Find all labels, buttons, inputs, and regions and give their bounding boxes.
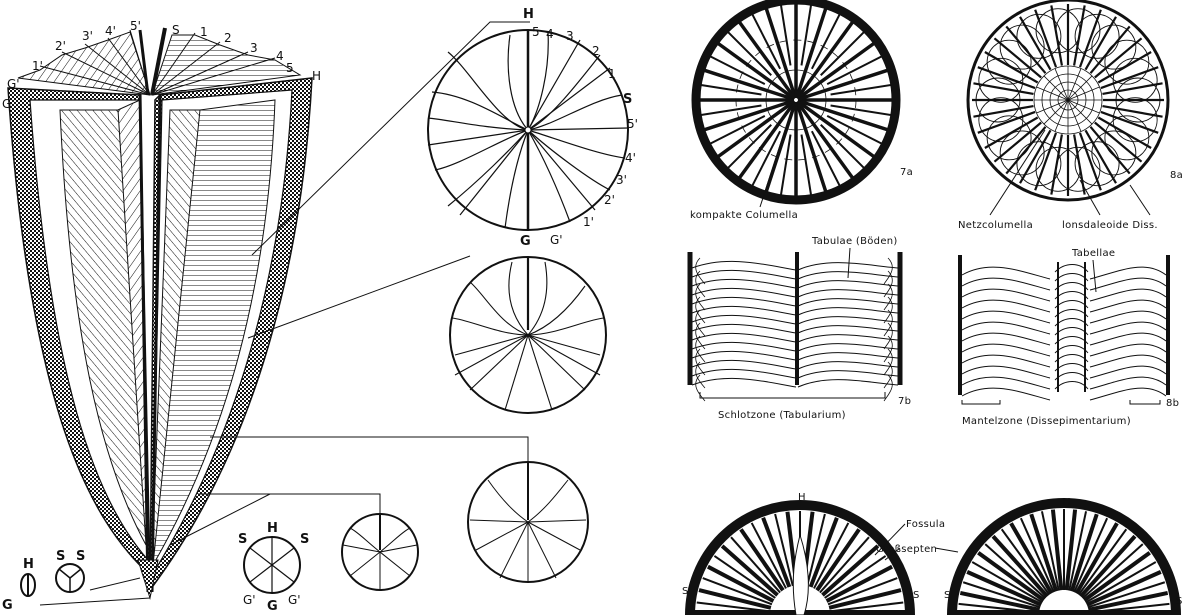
large-label-2: 2 [592, 44, 600, 58]
panel-9-s-right: S [1176, 596, 1183, 607]
label-4prime: 4' [105, 24, 116, 38]
panel-8a-web [1034, 66, 1102, 134]
label-g: G [2, 97, 11, 111]
large-label-5: 5 [532, 25, 540, 39]
panel-9-s-mid1: S [913, 590, 920, 601]
large-label-4prime: 4' [625, 151, 636, 165]
panel-9-h2: H [1063, 497, 1071, 508]
section-large: H 5 4 3 2 1 S 5' 4' 3' 2' 1' G G' [428, 7, 638, 249]
label-gprime: G' [7, 77, 20, 91]
label-2: 2 [224, 31, 232, 45]
panel-8b-id: 8b [1166, 398, 1179, 409]
large-label-3prime: 3' [616, 173, 627, 187]
panel-8b-structure [962, 262, 1166, 400]
section-six-septa: H S S G' G G' [238, 521, 309, 614]
six-label-g3: G' [288, 593, 301, 607]
large-label-s: S [623, 92, 632, 107]
panel-8a: 8a Netzcolumella lonsdaleoide Diss. [958, 0, 1183, 231]
panel-7a: 7a kompakte Columella [690, 0, 913, 221]
six-label-s2: S [300, 532, 309, 547]
large-label-3: 3 [566, 29, 574, 43]
six-label-g2: G [267, 599, 278, 614]
six-label-g1: G' [243, 593, 256, 607]
large-label-5prime: 5' [627, 117, 638, 131]
panel-8a-caption-right: lonsdaleoide Diss. [1062, 220, 1158, 231]
large-label-1: 1 [608, 67, 616, 81]
label-3: 3 [250, 41, 258, 55]
section-three-septa: S S [56, 549, 85, 592]
panel-7b: Tabulae (Böden) 7b Schlotzone (Tabulariu… [690, 236, 911, 421]
label-1prime: 1' [32, 59, 43, 73]
large-label-gprime: G' [550, 233, 563, 247]
label-2prime: 2' [55, 39, 66, 53]
panel-7b-caption: Schlotzone (Tabularium) [718, 410, 846, 421]
large-label-g: G [520, 234, 531, 249]
panel-9-grosssepten: Großsepten [876, 544, 937, 555]
label-4: 4 [276, 49, 284, 63]
two-label-h: H [23, 557, 34, 572]
panel-7b-top-label: Tabulae (Böden) [811, 236, 898, 247]
panel-9-h1: H [798, 492, 806, 503]
two-label-g: G [2, 598, 13, 613]
section-medium [450, 257, 606, 413]
panel-7a-caption: kompakte Columella [690, 210, 798, 221]
large-label-4: 4 [546, 27, 554, 41]
panel-9-s-mid2: S [944, 590, 951, 601]
large-label-1prime: 1' [583, 215, 594, 229]
label-5prime: 5' [130, 19, 141, 33]
six-label-h: H [267, 521, 278, 536]
three-label-s1: S [56, 549, 65, 564]
label-1: 1 [200, 25, 208, 39]
section-small [468, 462, 588, 582]
panel-8b-top-label: Tabellae [1071, 248, 1115, 259]
large-label-h: H [523, 7, 534, 22]
panel-9-fossula: Fossula [906, 519, 945, 530]
panel-8b: Tabellae 8b Mantelzone (Dissepimentarium… [960, 248, 1179, 427]
label-5: 5 [286, 61, 294, 75]
large-label-2prime: 2' [604, 193, 615, 207]
section-two-septa: H G [2, 557, 35, 613]
label-3prime: 3' [82, 29, 93, 43]
panel-9: H H S S S S Fossula Großsepten [682, 492, 1183, 615]
panel-9-s-left: S [682, 586, 689, 597]
label-h: H [312, 69, 321, 83]
panel-7b-id: 7b [898, 396, 911, 407]
panel-7a-id: 7a [900, 167, 913, 178]
coral-cone: 1' 2' 3' 4' 5' S 1 2 3 4 5 H G' G [2, 19, 321, 598]
three-label-s2: S [76, 549, 85, 564]
label-s: S [172, 23, 180, 37]
panel-8b-caption: Mantelzone (Dissepimentarium) [962, 416, 1131, 427]
panel-8a-caption-left: Netzcolumella [958, 220, 1033, 231]
section-smaller [342, 514, 418, 590]
panel-8a-id: 8a [1170, 170, 1183, 181]
six-label-s1: S [238, 532, 247, 547]
